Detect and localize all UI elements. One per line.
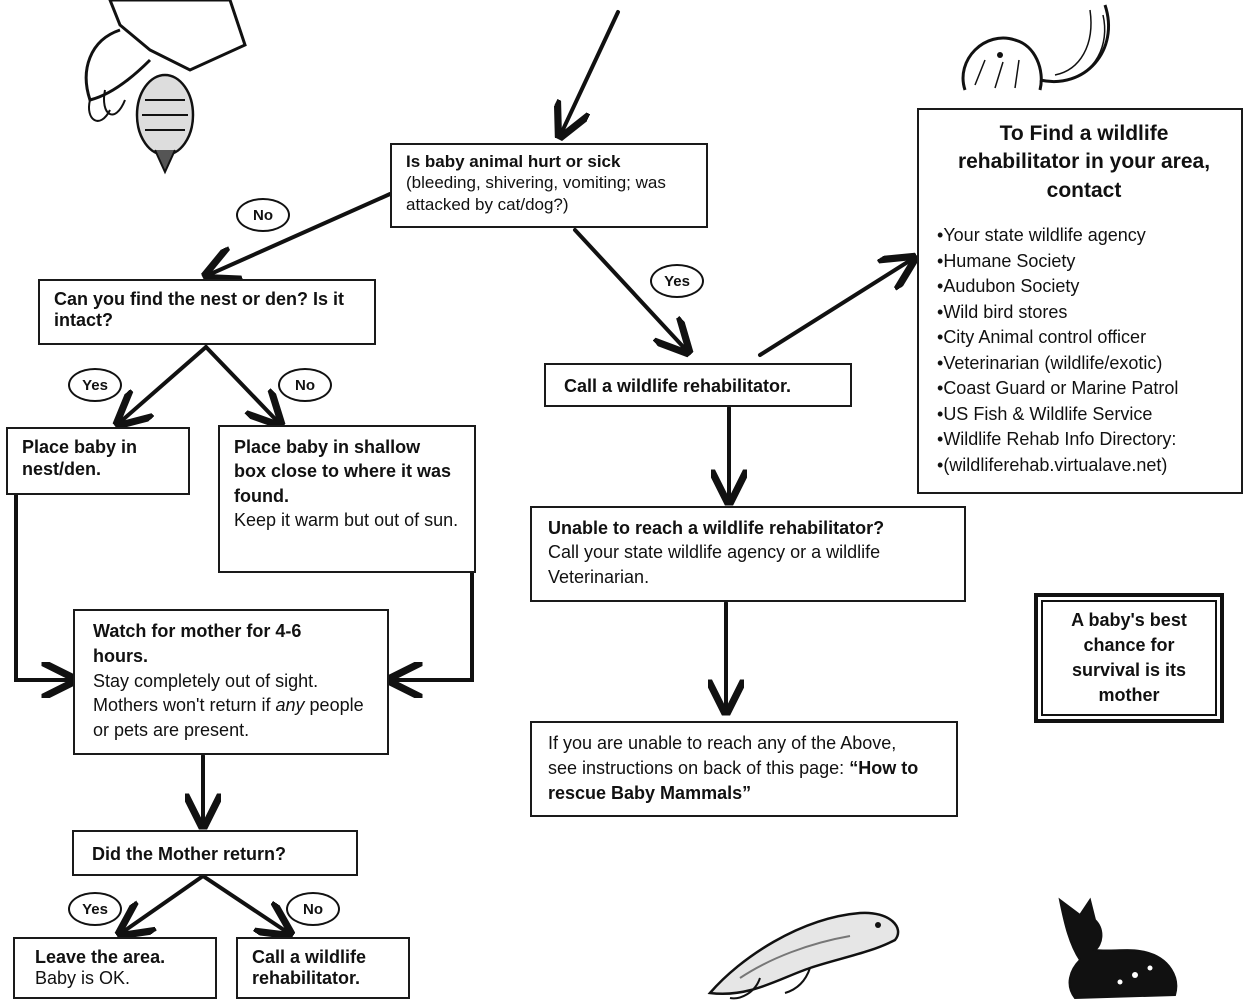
mother-note-text: A baby's best chance for survival is its… xyxy=(1071,609,1187,706)
arrow-nest-no xyxy=(204,345,280,424)
yes-label-return: Yes xyxy=(68,892,122,926)
contact-item: City Animal control officer xyxy=(937,325,1231,351)
call-rehab-text: Call a wildlife rehabilitator. xyxy=(564,376,792,396)
place-nest-text: Place baby in nest/den. xyxy=(22,437,138,479)
place-box-detail: Keep it warm but out of sun. xyxy=(234,509,459,530)
call-rehab-small-box: Call a wildlife rehabilitator. xyxy=(236,937,410,999)
leave-area-box: Leave the area. Baby is OK. xyxy=(13,937,217,999)
leave-area-bold: Leave the area. xyxy=(35,947,166,967)
call-rehab-box: Call a wildlife rehabilitator. xyxy=(544,363,852,407)
start-question-detail: (bleeding, shivering, vomiting; was atta… xyxy=(406,173,666,214)
gloved-hand-holding-bird-icon xyxy=(84,0,247,175)
contact-item: Wild bird stores xyxy=(937,300,1231,326)
fawn-icon xyxy=(1058,897,1178,1000)
find-rehab-title: To Find a wildlife rehabilitator in your… xyxy=(957,122,1211,202)
place-box-bold: Place baby in shallow box close to where… xyxy=(234,437,452,506)
leave-area-detail: Baby is OK. xyxy=(35,967,131,988)
mother-return-box: Did the Mother return? xyxy=(72,830,358,876)
arrow-return-no xyxy=(201,874,290,934)
unable-any-text: If you are unable to reach any of the Ab… xyxy=(548,731,928,805)
mother-return-text: Did the Mother return? xyxy=(92,844,286,864)
unable-any-rescue-title: “How to rescue Baby Mammals” xyxy=(548,757,919,803)
unable-reach-detail: Call your state wildlife agency or a wil… xyxy=(548,542,881,587)
arrow-start-to-nest xyxy=(206,192,392,276)
arrow-nest-to-watch xyxy=(14,493,74,680)
unable-any-box: If you are unable to reach any of the Ab… xyxy=(530,721,958,817)
unable-reach-bold: Unable to reach a wildlife rehabilitator… xyxy=(548,518,885,538)
find-rehab-contact-list: Your state wildlife agencyHumane Society… xyxy=(937,223,1231,478)
nest-question-box: Can you find the nest or den? Is it inta… xyxy=(38,279,376,345)
arrow-return-yes xyxy=(120,874,205,934)
watch-mother-box: Watch for mother for 4-6 hours. Stay com… xyxy=(73,609,389,755)
no-label-nest: No xyxy=(278,368,332,402)
contact-item: Veterinarian (wildlife/exotic) xyxy=(937,351,1231,377)
squirrel-icon xyxy=(961,4,1111,91)
place-nest-box: Place baby in nest/den. xyxy=(6,427,190,495)
start-question-title: Is baby animal hurt or sick xyxy=(406,152,621,171)
call-rehab-small-text: Call a wildlife rehabilitator. xyxy=(252,947,367,988)
watch-mother-detail-end: people or pets are present. xyxy=(93,695,364,741)
watch-mother-detail-start: Stay completely out of sight. Mothers wo… xyxy=(93,670,319,716)
arrow-start-to-call xyxy=(573,228,688,352)
watch-mother-detail: Stay completely out of sight. Mothers wo… xyxy=(93,669,373,743)
yes-label-nest: Yes xyxy=(68,368,122,402)
contact-item: Wildlife Rehab Info Directory: xyxy=(937,427,1231,453)
arrow-call-to-find xyxy=(758,258,914,357)
watch-mother-detail-emphasis: any xyxy=(275,695,305,716)
no-label-start: No xyxy=(236,198,290,232)
start-question-box: Is baby animal hurt or sick (bleeding, s… xyxy=(390,143,708,228)
nest-question-text: Can you find the nest or den? Is it inta… xyxy=(54,289,345,330)
entry-arrow xyxy=(560,10,620,136)
arrow-box-to-watch xyxy=(390,570,474,680)
watch-mother-bold: Watch for mother for 4-6 hours. xyxy=(93,621,302,666)
yes-label-start: Yes xyxy=(650,264,704,298)
mother-note-inner: A baby's best chance for survival is its… xyxy=(1041,600,1217,716)
contact-item: US Fish & Wildlife Service xyxy=(937,402,1231,428)
find-rehab-panel: To Find a wildlife rehabilitator in your… xyxy=(917,108,1243,494)
contact-item: Humane Society xyxy=(937,249,1231,275)
contact-item: Audubon Society xyxy=(937,274,1231,300)
contact-item: (wildliferehab.virtualave.net) xyxy=(937,453,1231,479)
seal-icon xyxy=(707,911,900,1000)
contact-item: Coast Guard or Marine Patrol xyxy=(937,376,1231,402)
mother-note-box: A baby's best chance for survival is its… xyxy=(1034,593,1224,723)
contact-item: Your state wildlife agency xyxy=(937,223,1231,249)
unable-reach-box: Unable to reach a wildlife rehabilitator… xyxy=(530,506,966,602)
place-box-box: Place baby in shallow box close to where… xyxy=(218,425,476,573)
no-label-return: No xyxy=(286,892,340,926)
unable-any-instructions: If you are unable to reach any of the Ab… xyxy=(548,733,897,778)
arrow-nest-yes xyxy=(118,345,208,424)
